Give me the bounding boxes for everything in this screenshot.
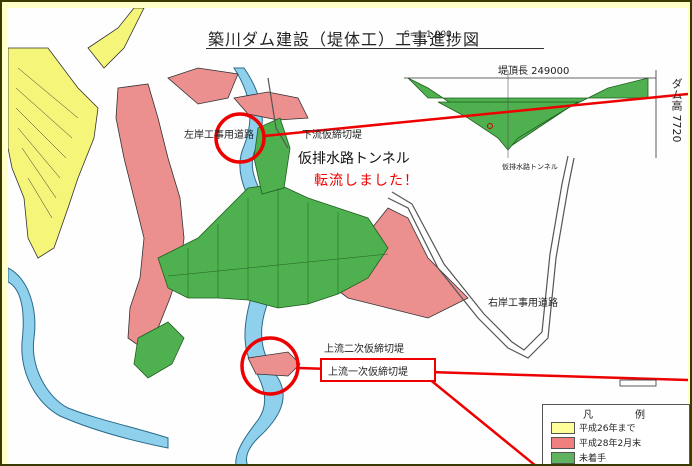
- label-upstream-primary-box: 上流一次仮締切堤: [320, 358, 436, 382]
- label-dam-height: ダム高 7720: [670, 78, 683, 143]
- map-drawing: [8, 8, 688, 464]
- legend-title: 凡 例: [583, 410, 661, 421]
- legend-label: 未着手: [579, 454, 607, 464]
- construction-progress-map: 築川ダム建設（堤体工）工事進捗図 S=1:1,000 左岸工事用道路 下流仮締切…: [8, 8, 690, 464]
- label-crest-length: 堤頂長 249000: [498, 66, 570, 77]
- river-lower: [8, 267, 169, 449]
- label-right-bank-road: 右岸工事用道路: [488, 298, 558, 309]
- area-completed-2014: [8, 47, 99, 259]
- label-downstream-cofferdam: 下流仮締切堤: [302, 130, 362, 141]
- label-diversion-tunnel: 仮排水路トンネル: [298, 151, 410, 167]
- label-upstream-primary: 上流一次仮締切堤: [328, 367, 408, 378]
- title-underline: [206, 48, 544, 49]
- map-scale: S=1:1,000: [404, 30, 452, 40]
- legend: 凡 例 平成26年まで 平成28年2月末 未着手: [542, 404, 690, 464]
- legend-swatch: [551, 437, 575, 449]
- legend-swatch: [551, 452, 575, 464]
- label-diverted: 転流しました！: [314, 173, 419, 189]
- legend-label: 平成28年2月末: [579, 439, 642, 449]
- highlight-circle-downstream: [214, 112, 266, 164]
- legend-swatch: [551, 422, 575, 434]
- area-completed-2016: [115, 83, 185, 349]
- label-left-bank-road: 左岸工事用道路: [184, 130, 254, 141]
- legend-item: 平成26年まで: [551, 421, 687, 434]
- label-tunnel-small: 仮排水路トンネル: [502, 163, 558, 171]
- legend-item: 未着手: [551, 451, 687, 464]
- map-title: 築川ダム建設（堤体工）工事進捗図: [208, 30, 481, 49]
- area-not-started: [157, 183, 389, 309]
- label-upstream-secondary: 上流二次仮締切堤: [324, 344, 404, 355]
- highlight-circle-upstream: [240, 336, 300, 396]
- legend-item: 平成28年2月末: [551, 436, 687, 449]
- legend-label: 平成26年まで: [579, 424, 636, 434]
